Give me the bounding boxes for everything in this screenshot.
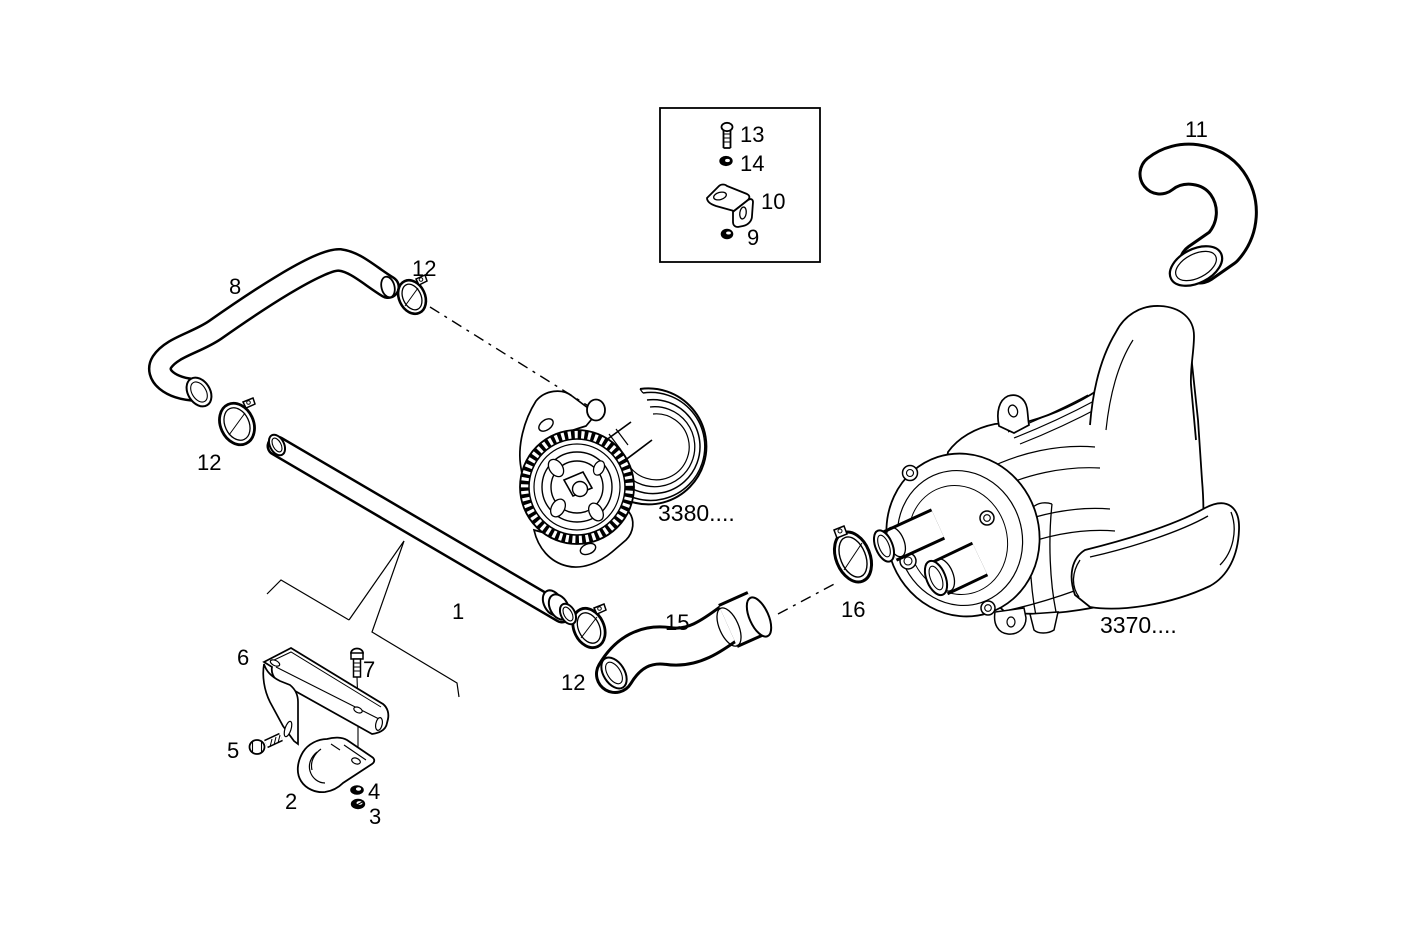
bracket-6: [262, 646, 390, 746]
callout-4-label: 4: [368, 779, 380, 804]
clamp-12-left: 12: [197, 397, 256, 475]
callout-3-label: 3: [369, 804, 381, 829]
fastener-box-frame: [659, 107, 821, 263]
leader-line-branch-a: [348, 540, 405, 621]
callout-11-label: 11: [1185, 117, 1208, 142]
bolt-bosses: [899, 464, 996, 616]
saddle-clamp-2: [296, 736, 376, 794]
callout-12c-label: 12: [561, 670, 585, 695]
pump-inlet-stub: [586, 398, 606, 422]
washer-14-icon: [719, 155, 733, 167]
clamp-12-top: 12: [396, 256, 436, 316]
leader-line-left: [266, 579, 350, 621]
pipe-1-drawing: 1: [266, 433, 578, 626]
pump-inlet-stubs: [872, 508, 989, 597]
hose-8-drawing: 8: [148, 248, 400, 408]
part-ref-3380-label: 3380....: [658, 500, 735, 526]
nut-3-icon: [350, 798, 366, 810]
callout-5-label: 5: [227, 738, 239, 763]
pump-outlet-duct: [1070, 502, 1240, 610]
pump-assembly-3370-drawing: 3370....: [872, 305, 1240, 638]
bolt-7-icon: [350, 647, 364, 678]
pump-gear: [519, 429, 635, 545]
callout-2-label: 2: [285, 789, 297, 814]
callout-8-label: 8: [229, 274, 241, 299]
hose-11-drawing: 11: [1138, 117, 1258, 287]
part-ref-3370-label: 3370....: [1100, 612, 1177, 638]
bracket-10-icon: [706, 183, 754, 228]
water-pump-3380-drawing: 3380....: [519, 387, 735, 568]
clamp-screw-tab: [414, 273, 428, 287]
washer-4-icon: [350, 785, 364, 795]
clamp-16-drawing: 16: [832, 525, 874, 622]
fastener-box-group: 13 14 10 9: [659, 107, 821, 263]
bolt-5-icon: [248, 732, 283, 755]
pump-top-duct: [1090, 305, 1197, 460]
clamp-screw-tab: [833, 525, 848, 539]
callout-10-label: 10: [761, 189, 785, 214]
hose-15-drawing: 15: [595, 591, 773, 694]
dashed-line-clamp12-to-pump: [429, 306, 591, 408]
callout-1-label: 1: [452, 599, 464, 624]
clamp-screw-tab: [241, 397, 256, 409]
clamp-12-bottom: 12: [561, 603, 607, 695]
clamp-screw-tab: [592, 603, 607, 615]
callout-16-label: 16: [841, 597, 865, 622]
nut-9-icon: [720, 228, 734, 240]
leader-line-branch-b: [371, 540, 460, 698]
pump-foot: [1029, 611, 1059, 634]
bracket-assembly-drawing: 6 7 5 2 4: [227, 645, 390, 829]
dashed-line-hose15-to-clamp16: [777, 581, 839, 615]
callout-9-label: 9: [747, 225, 759, 250]
callout-7-label: 7: [363, 657, 375, 682]
callout-6-label: 6: [237, 645, 249, 670]
callout-15-label: 15: [665, 610, 689, 635]
callout-13-label: 13: [740, 122, 764, 147]
bolt-13-icon: [720, 121, 734, 149]
callout-12b-label: 12: [197, 450, 221, 475]
callout-12a-label: 12: [412, 256, 436, 281]
construction-lines: [266, 306, 839, 698]
callout-14-label: 14: [740, 151, 764, 176]
